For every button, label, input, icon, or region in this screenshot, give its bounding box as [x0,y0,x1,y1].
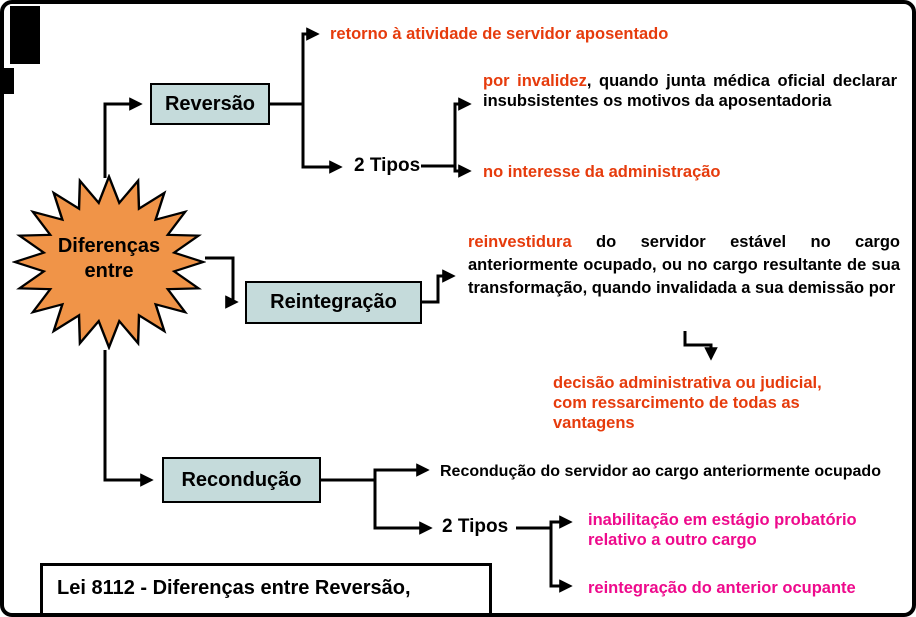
connector-reintegracao-decisao [683,331,718,361]
node-reconducao: Recondução [162,457,321,503]
reconducao-tipo1-text: inabilitação em estágio probatório relat… [588,511,857,549]
reversao-tipo1-rest: , quando junta médica oficial declarar i… [483,72,897,110]
reversao-tipos-label: 2 Tipos [354,155,421,176]
connector-tipos2-tipo1 [516,515,573,530]
connector-tipos1-invalidez [421,97,472,168]
connector-hub-reintegracao [205,256,239,309]
edge-decoration [4,68,14,94]
reversao-tipo2-text: no interesse da administração [483,163,721,181]
connector-hub-reversao [103,97,143,178]
caption-box: Lei 8112 - Diferenças entre Reversão, [40,563,492,613]
reintegracao-rest: do servidor estável no cargo anteriormen… [468,233,900,297]
caption-text: Lei 8112 - Diferenças entre Reversão, [57,577,411,599]
hub-label: Diferenças entre [57,235,161,282]
node-reconducao-label: Recondução [181,468,302,491]
reintegracao-lead: reinvestidura [468,233,572,251]
reconducao-tipo2-text: reintegração do anterior ocupante [588,579,856,597]
node-reversao: Reversão [150,83,270,125]
reintegracao-text: reinvestidura do servidor estável no car… [468,231,900,300]
connector-reconducao-result [321,463,430,482]
connector-reintegracao-text [422,269,456,304]
node-reversao-label: Reversão [164,92,256,115]
reintegracao-detail-text: decisão administrativa ou judicial, com … [553,374,822,432]
connector-reversao-result [270,27,320,106]
connector-tipos1-interesse [453,164,472,178]
node-reintegracao: Reintegração [245,281,422,324]
node-reintegracao-label: Reintegração [270,291,397,313]
reversao-tipo1-lead: por invalidez [483,72,587,90]
connector-reconducao-tipos [373,480,433,535]
reversao-tipo1-text: por invalidez, quando junta médica ofici… [483,71,897,111]
connector-reversao-tipos [301,104,343,174]
connector-tipos2-tipo2 [549,528,573,593]
reconducao-result-text: Recondução do servidor ao cargo anterior… [440,463,881,480]
reconducao-tipos-label: 2 Tipos [442,516,509,537]
reversao-result-text: retorno à atividade de servidor aposenta… [330,25,669,43]
corner-decoration [10,6,40,64]
connector-hub-reconducao [103,350,154,487]
